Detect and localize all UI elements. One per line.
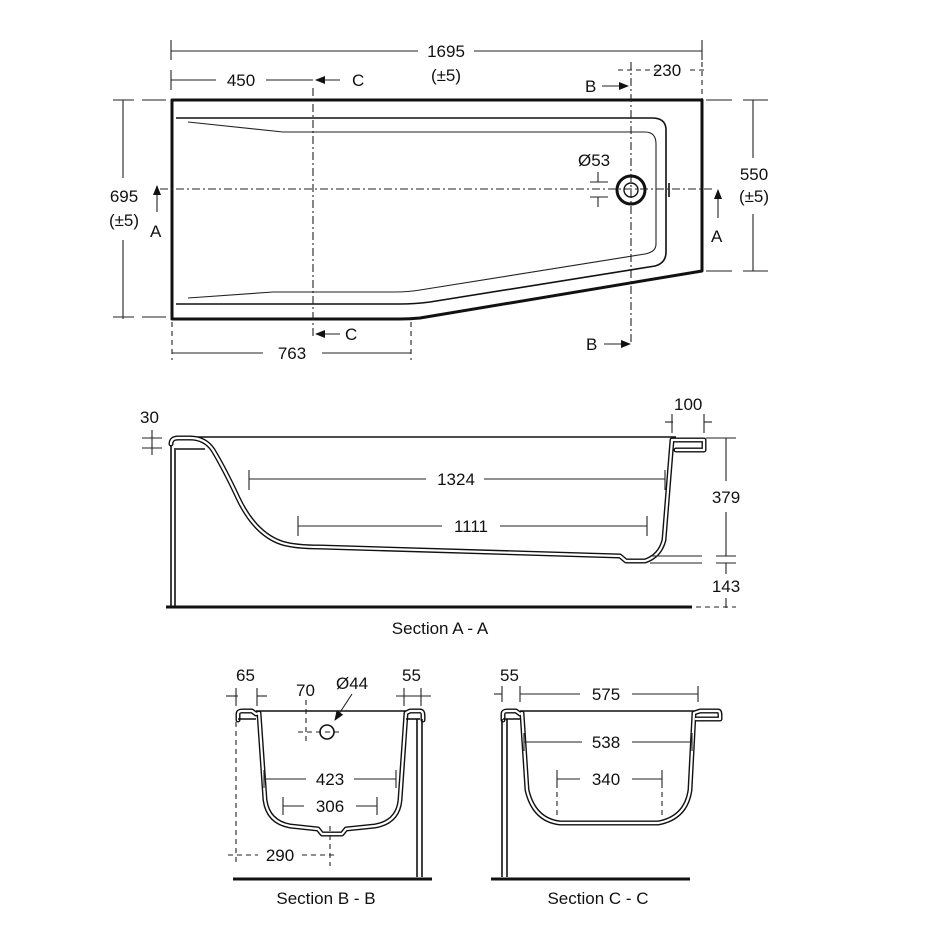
waste-outlet-icon — [615, 174, 647, 206]
section-b-offset-label: 230 — [653, 61, 681, 80]
section-c-title: Section C - C — [547, 889, 648, 908]
section-b-bottom-marker: B — [586, 335, 597, 354]
rim-right-b-label: 55 — [402, 666, 421, 685]
section-a-left-marker: A — [150, 222, 162, 241]
inner-length-bottom-label: 1111 — [454, 517, 488, 536]
width-right-dimension: 550 (±5) — [706, 99, 769, 272]
flat-edge-label: 763 — [278, 344, 306, 363]
width-right-label: 550 — [740, 165, 768, 184]
width-left-label: 695 — [110, 187, 138, 206]
overflow-diameter-label: Ø44 — [336, 674, 368, 693]
bath-outer-rim — [170, 98, 704, 321]
base-height-label: 143 — [712, 577, 740, 596]
section-c-top-marker: C — [352, 71, 364, 90]
section-c-c: 55 575 538 340 Section C - C — [491, 666, 723, 908]
rim-left-b-label: 65 — [236, 666, 255, 685]
width-left-tolerance: (±5) — [109, 211, 139, 230]
width-bottom-c-label: 340 — [592, 770, 620, 789]
overflow-offset-label: 70 — [296, 681, 315, 700]
bath-inner-rim — [176, 117, 667, 305]
section-b-top-marker: B — [585, 77, 596, 96]
width-overall-c-label: 575 — [592, 685, 620, 704]
overall-length-label: 1695 — [427, 42, 465, 61]
rim-thickness-label: 30 — [140, 408, 159, 427]
section-a-title: Section A - A — [392, 619, 489, 638]
rim-width-right-label: 100 — [674, 395, 702, 414]
flat-edge-dimension: 763 — [171, 322, 412, 363]
inner-length-top-label: 1324 — [437, 470, 475, 489]
section-c-bottom-marker: C — [345, 325, 357, 344]
width-left-dimension: 695 (±5) — [109, 99, 166, 319]
section-b-title: Section B - B — [276, 889, 375, 908]
width-top-c-label: 538 — [592, 733, 620, 752]
section-b-b: 65 55 70 Ø44 423 306 290 S — [226, 666, 432, 908]
width-right-tolerance: (±5) — [739, 187, 769, 206]
section-a-a: 30 1324 1111 100 379 143 S — [140, 395, 740, 638]
section-c-offset-dimension: 450 C — [170, 70, 364, 90]
overflow-hole-icon — [319, 724, 335, 740]
waste-diameter-label: Ø53 — [578, 151, 610, 170]
bath-basin-edge — [187, 121, 657, 299]
depth-label: 379 — [712, 488, 740, 507]
overall-length-tolerance: (±5) — [431, 66, 461, 85]
section-c-offset-label: 450 — [227, 71, 255, 90]
overall-length-dimension: 1695 (±5) — [170, 40, 703, 85]
waste-offset-label: 290 — [266, 846, 294, 865]
width-bottom-b-label: 306 — [316, 797, 344, 816]
section-a-right-marker: A — [711, 227, 723, 246]
plan-view: 1695 (±5) 450 C 230 B — [109, 40, 769, 363]
section-b-offset-dimension: 230 B — [585, 61, 708, 100]
width-top-b-label: 423 — [316, 770, 344, 789]
rim-left-c-label: 55 — [500, 666, 519, 685]
